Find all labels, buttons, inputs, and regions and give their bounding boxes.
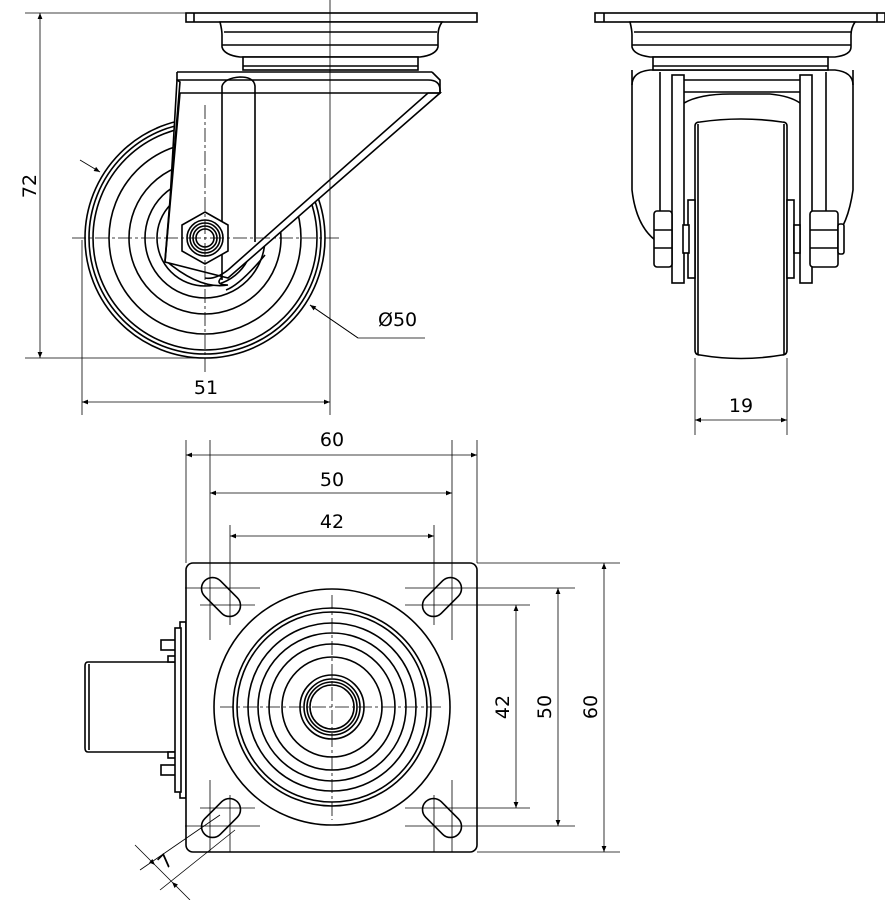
centerlines xyxy=(185,440,620,853)
fork-bracket xyxy=(164,71,443,291)
dimension-wheel-width: 19 xyxy=(694,358,788,435)
plate-height-label: 60 xyxy=(580,695,602,719)
dimensions-vertical: 42 50 60 xyxy=(492,563,607,852)
dimensions-horizontal: 60 50 42 xyxy=(186,429,477,539)
side-top-plate xyxy=(594,12,885,71)
slot-width-label: 7 xyxy=(154,850,178,874)
top-view: 60 50 42 42 50 60 7 xyxy=(84,429,620,900)
dimension-diameter: Ø50 xyxy=(79,159,425,339)
hole-spacing-outer-label: 50 xyxy=(320,469,344,491)
hole-spacing-inner-label: 42 xyxy=(320,511,344,533)
hole-spacing-outer-v-label: 50 xyxy=(534,695,556,719)
top-plate xyxy=(185,12,478,71)
plate-width-label: 60 xyxy=(320,429,344,451)
hole-spacing-inner-v-label: 42 xyxy=(492,695,514,719)
wheel-width-label: 19 xyxy=(729,395,753,417)
dimension-height: 72 xyxy=(19,12,205,359)
wheel-stub xyxy=(84,621,187,799)
width-label: 51 xyxy=(194,377,218,399)
mounting-plate xyxy=(185,562,478,853)
diameter-label: Ø50 xyxy=(378,309,417,331)
height-label: 72 xyxy=(19,174,41,198)
side-wheel xyxy=(694,118,788,360)
dimension-width: 51 xyxy=(81,0,331,415)
side-axle-nuts xyxy=(653,199,845,279)
side-view: 19 xyxy=(594,12,885,435)
front-view: 72 51 Ø50 xyxy=(19,0,478,415)
